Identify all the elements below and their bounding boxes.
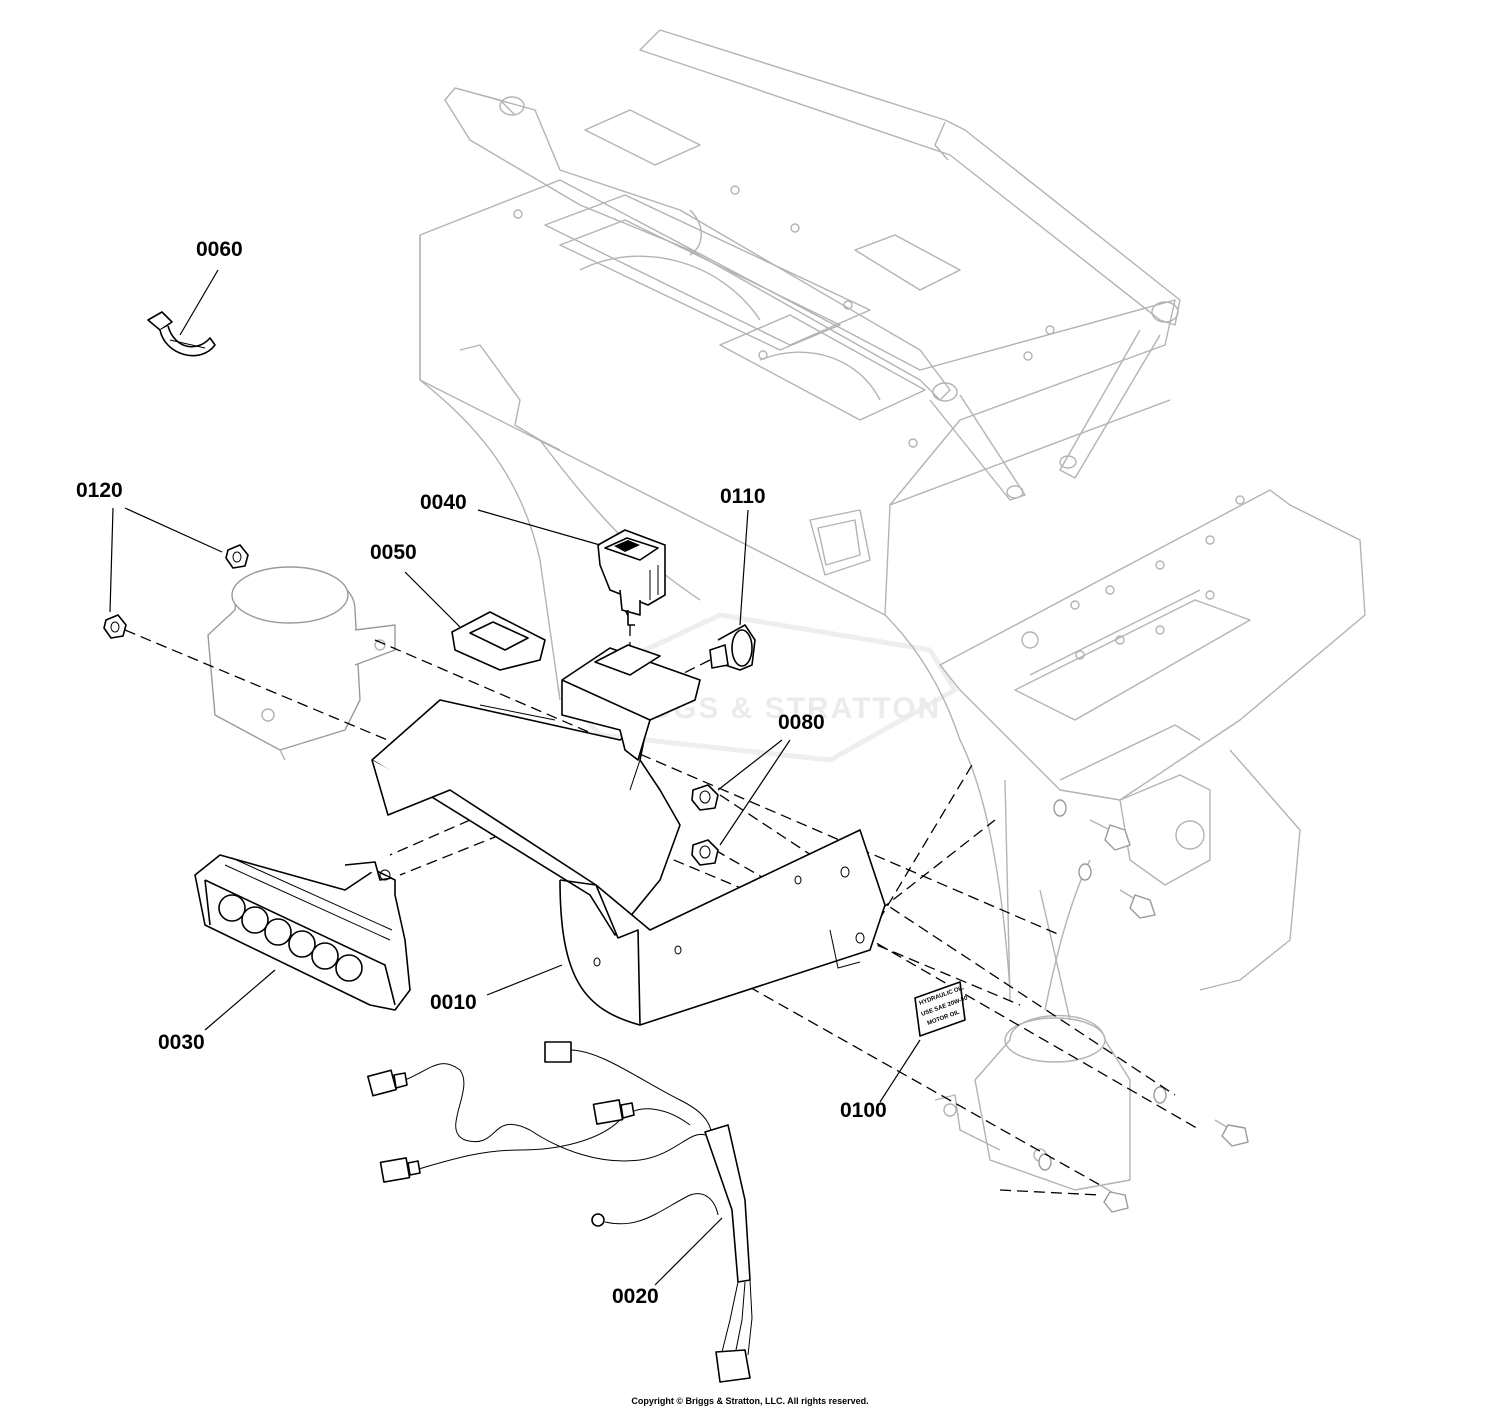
callout-0080: 0080 — [778, 711, 825, 734]
callout-0110: 0110 — [720, 485, 766, 508]
switch-housing — [561, 644, 701, 761]
part-0100-hydraulic-oil-decal: HYDRAULIC OIL USE SAE 20W-50 MOTOR OIL — [914, 981, 969, 1037]
callout-0010: 0010 — [430, 991, 477, 1014]
part-0050-switch-bezel — [451, 611, 546, 671]
callout-labels: 0060 0120 0040 0110 0050 0080 0010 0030 … — [76, 238, 887, 1308]
callout-0060: 0060 — [196, 238, 243, 261]
part-0110-plug — [709, 624, 756, 671]
callout-0030: 0030 — [158, 1031, 205, 1054]
part-0020-wiring-harness — [367, 1041, 753, 1383]
copyright-notice: Copyright © Briggs & Stratton, LLC. All … — [631, 1396, 869, 1406]
rear-bolts — [1038, 799, 1249, 1213]
part-0120-nuts — [103, 544, 249, 639]
leader-lines — [109, 269, 921, 1286]
part-0010-light-bracket — [371, 699, 886, 1026]
callout-0120: 0120 — [76, 479, 123, 502]
part-0040-rocker-switch — [597, 529, 666, 626]
part-0080-nuts — [691, 784, 719, 866]
machine-frame — [207, 29, 1366, 1201]
callout-0020: 0020 — [612, 1285, 659, 1308]
part-0030-led-light-bar — [194, 854, 411, 1011]
part-0060-cable-tie — [147, 311, 216, 357]
callout-0100: 0100 — [840, 1099, 887, 1122]
callout-0040: 0040 — [420, 491, 467, 514]
callout-0050: 0050 — [370, 541, 417, 564]
